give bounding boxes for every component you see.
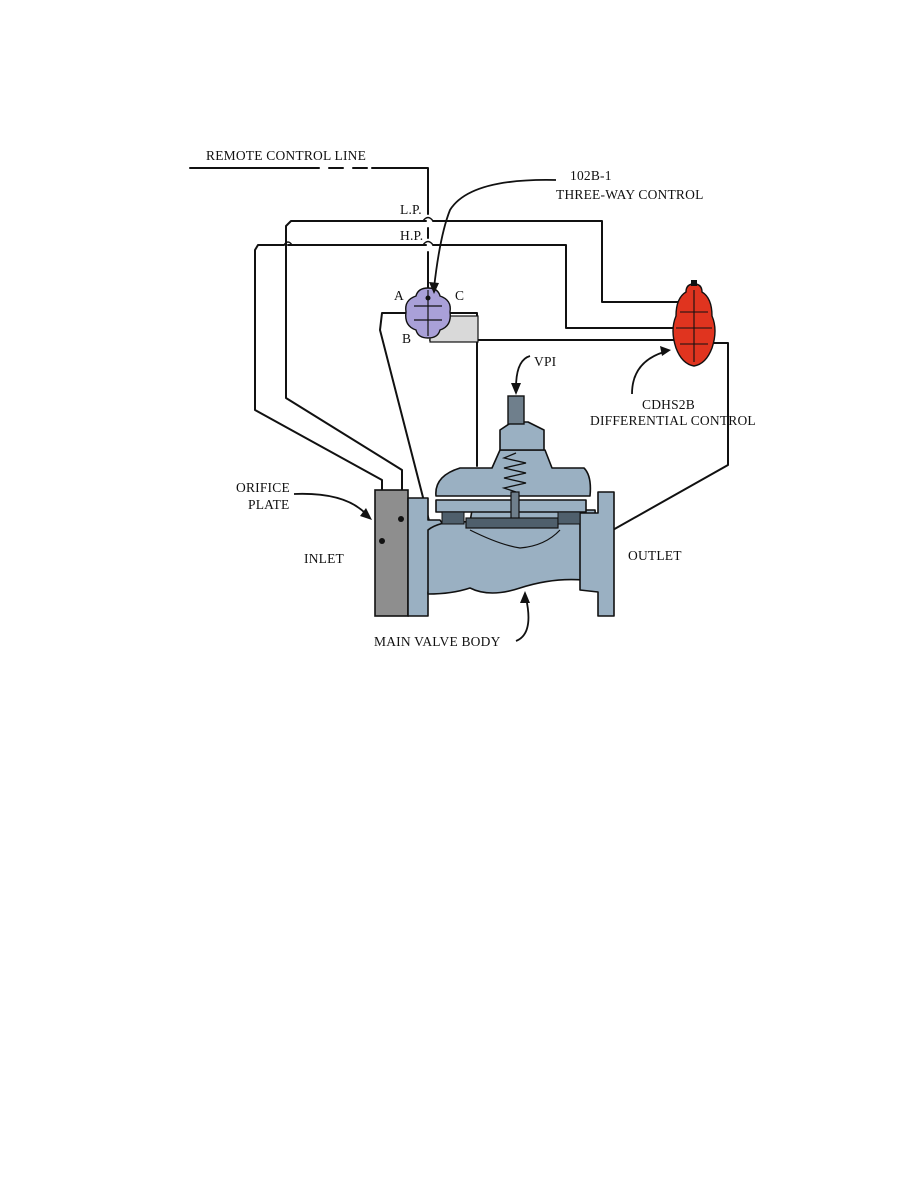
- remote-control-line-label: REMOTE CONTROL LINE: [206, 148, 366, 163]
- orifice-label-line1: ORIFICE: [236, 480, 290, 495]
- lp-label: L.P.: [400, 202, 422, 217]
- remote-control-line: [189, 167, 429, 199]
- cdhs2b-label-line2: DIFFERENTIAL CONTROL: [590, 413, 756, 428]
- outlet-label: OUTLET: [628, 548, 682, 563]
- port-a-label: A: [394, 288, 404, 303]
- port-b-label: B: [402, 331, 411, 346]
- inlet-label: INLET: [304, 551, 345, 566]
- main-valve-body-label: MAIN VALVE BODY: [374, 634, 501, 649]
- hp-label: H.P.: [400, 228, 423, 243]
- control-102b1-label-line2: THREE-WAY CONTROL: [556, 187, 704, 202]
- port-c-label: C: [455, 288, 464, 303]
- orifice-label-line2: PLATE: [248, 497, 290, 512]
- port-a-line: [379, 312, 446, 584]
- control-102b1-label-line1: 102B-1: [570, 168, 612, 183]
- port-b-line: [449, 312, 478, 467]
- leader-arrows: [293, 179, 671, 642]
- three-way-control: [405, 287, 479, 343]
- vpi-label: VPI: [534, 354, 557, 369]
- differential-control: [672, 280, 716, 367]
- outlet-sense-line: [571, 342, 729, 554]
- main-valve-body: [407, 395, 615, 617]
- orifice-plate: [374, 489, 409, 617]
- cdhs2b-label-line1: CDHS2B: [642, 397, 695, 412]
